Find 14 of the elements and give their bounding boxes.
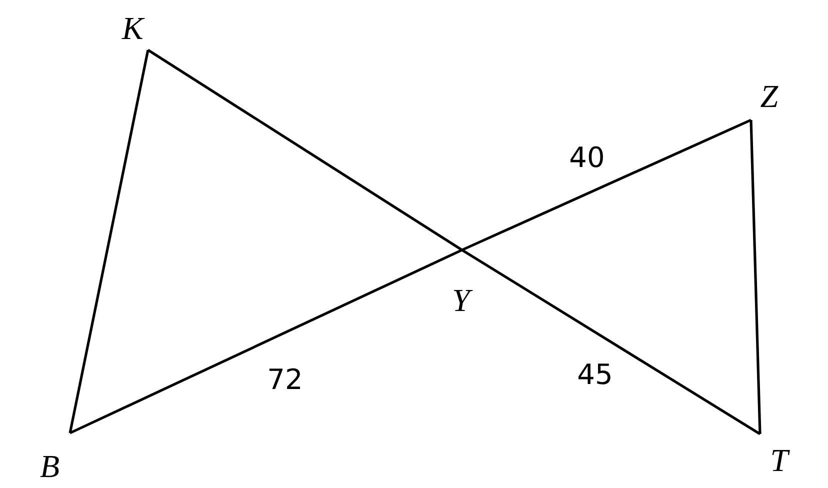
side-length: 45: [577, 360, 613, 390]
side-length: 40: [569, 143, 605, 173]
side-length: 72: [267, 365, 303, 395]
line-segment: [147, 48, 463, 252]
line-segment: [461, 118, 752, 252]
vertex-label: B: [40, 433, 70, 482]
line-segment: [68, 50, 150, 434]
vertex-label: K: [122, 12, 148, 50]
line-segment: [750, 120, 762, 434]
vertex-label: Y: [446, 250, 476, 316]
line-segment: [461, 248, 761, 436]
vertex-label: Z: [748, 80, 778, 120]
vertex-label: T: [758, 434, 788, 476]
line-segment: [69, 248, 463, 434]
